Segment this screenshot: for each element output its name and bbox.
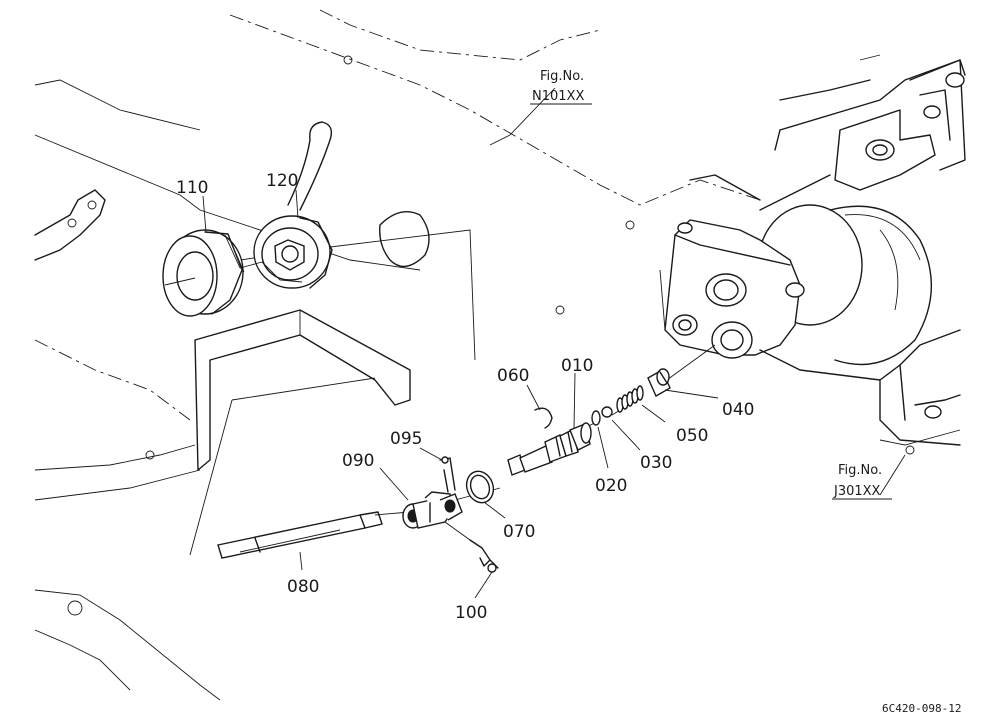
part-060-clip	[534, 407, 553, 429]
part-100-split-pin	[444, 521, 499, 573]
drawing-code: 6C420-098-12	[882, 702, 961, 715]
figure-ref-n101xx: Fig.No. N101XX	[530, 69, 592, 105]
label-110: 110	[176, 178, 208, 198]
part-070-snap-ring	[465, 470, 495, 504]
frame-upper-right	[689, 54, 881, 201]
lever-rod	[287, 121, 333, 211]
part-010-spool	[507, 422, 592, 476]
part-110-seal-ring	[162, 229, 245, 317]
part-050-spring	[616, 385, 644, 413]
figure-ref-j301xx: Fig.No. J301XX	[832, 463, 892, 500]
label-030: 030	[640, 453, 672, 473]
part-120-cap	[253, 215, 333, 289]
part-080-shaft	[217, 511, 383, 559]
label-060: 060	[497, 366, 529, 386]
label-020: 020	[595, 476, 627, 496]
valve-housing	[659, 59, 966, 446]
part-090-universal-joint	[402, 491, 463, 529]
figure-ref-j301-line2: J301XX	[833, 484, 881, 499]
label-100: 100	[455, 603, 487, 623]
label-120: 120	[266, 171, 298, 191]
label-090: 090	[342, 451, 374, 471]
part-040-plug	[647, 368, 671, 397]
label-095: 095	[390, 429, 422, 449]
assembly-axis-upper	[164, 261, 263, 286]
part-020-o-ring	[591, 410, 601, 426]
label-010: 010	[561, 356, 593, 376]
label-080: 080	[287, 577, 319, 597]
label-040: 040	[722, 400, 754, 420]
part-labels: 110 120 060 010 095 090 020 030 050 040 …	[176, 171, 754, 623]
label-050: 050	[676, 426, 708, 446]
figure-ref-j301-line1: Fig.No.	[838, 463, 882, 478]
label-070: 070	[503, 522, 535, 542]
floor-plate-outline	[34, 9, 961, 701]
figure-ref-n101-line1: Fig.No.	[540, 69, 584, 84]
left-bracket	[34, 189, 106, 261]
part-030-ball	[601, 406, 613, 418]
floor-panel	[189, 309, 411, 556]
figure-ref-n101-line2: N101XX	[532, 89, 584, 104]
part-095-pin	[439, 456, 456, 493]
leader-lines	[202, 87, 906, 599]
